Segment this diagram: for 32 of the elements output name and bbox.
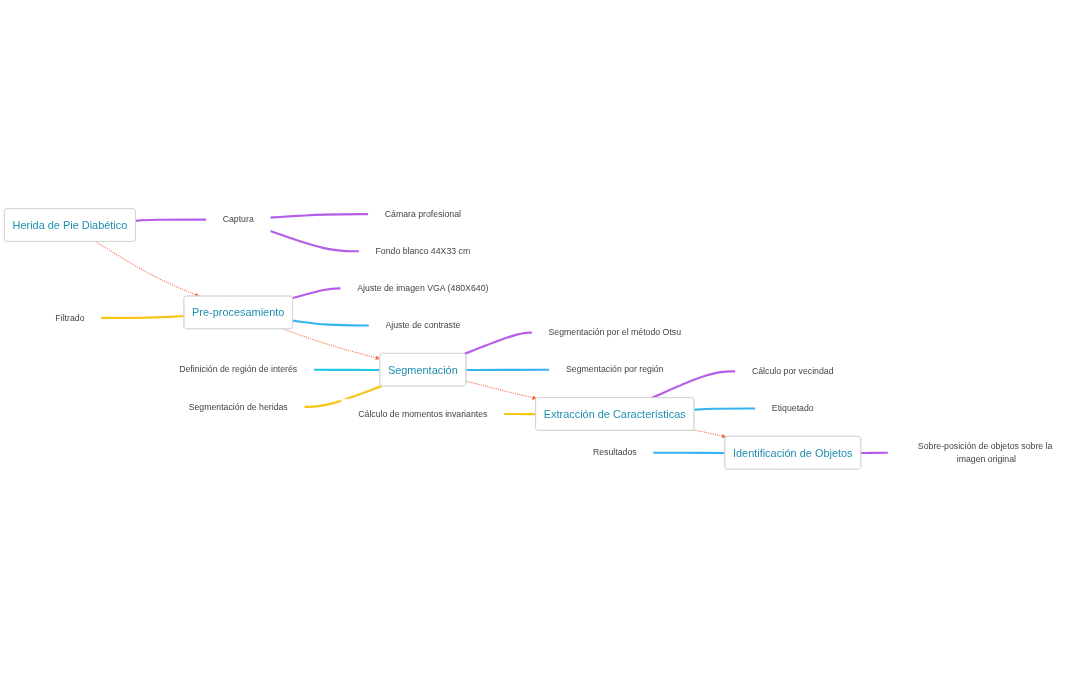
connector	[292, 287, 341, 300]
node-text: Ajuste de contraste	[385, 320, 461, 331]
connector	[466, 368, 550, 372]
connector	[269, 230, 360, 253]
connector	[653, 451, 726, 455]
node-text: Cálculo por vecindad	[751, 366, 834, 377]
connector	[304, 385, 382, 409]
connector	[464, 331, 533, 356]
connector	[694, 407, 756, 412]
node-text: Resultados	[592, 448, 637, 458]
connector	[861, 451, 889, 455]
node-text: Fondo blanco 44X33 cm	[375, 246, 471, 256]
arrow	[692, 429, 727, 439]
connector	[270, 213, 369, 219]
node-text: Etiquetado	[771, 403, 814, 414]
connector	[292, 319, 370, 327]
node-text: Cálculo de momentos invariantes	[358, 409, 488, 419]
node-text: Ajuste de imagen VGA (480X640)	[357, 283, 489, 294]
node-text: Segmentación por el método Otsu	[548, 327, 682, 338]
node-text: Definición de región de interés	[179, 365, 298, 375]
connector	[313, 368, 380, 372]
node-text: Sobre-posición de objetos sobre la imagen original	[917, 441, 1053, 464]
node-text: Filtrado	[55, 313, 85, 323]
node-text: Segmentación de heridas	[188, 402, 288, 412]
connector	[100, 315, 185, 320]
node-text: Segmentación por región	[565, 365, 664, 375]
connector	[503, 413, 536, 416]
arrow	[465, 380, 538, 401]
node-text: Captura	[222, 214, 254, 225]
node-text: Cámara profesional	[384, 209, 461, 219]
connector	[135, 218, 207, 223]
arrow	[95, 241, 200, 298]
